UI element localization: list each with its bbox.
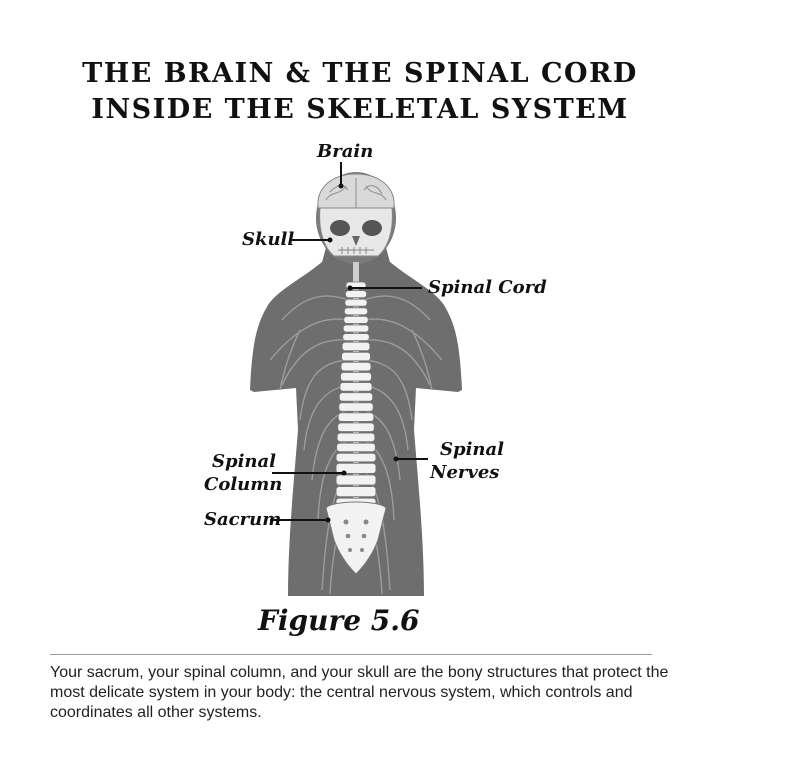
- body-paragraph: Your sacrum, your spinal column, and you…: [50, 664, 669, 721]
- divider: [50, 654, 652, 655]
- vertebra: [344, 298, 368, 307]
- anatomy-illustration: [250, 162, 462, 596]
- spinal-nerves-label-line2: Nerves: [430, 462, 500, 483]
- brain-folds: [325, 178, 387, 208]
- vertebra: [341, 341, 371, 352]
- title-line-1: THE BRAIN & THE SPINAL CORD: [82, 58, 638, 89]
- vertebra: [335, 452, 377, 463]
- vertebra: [338, 392, 373, 402]
- vertebra: [335, 474, 377, 486]
- vertebra: [343, 307, 369, 316]
- vertebra: [336, 442, 376, 453]
- vertebra: [338, 402, 374, 412]
- title-line-2: INSIDE THE SKELETAL SYSTEM: [91, 94, 629, 125]
- vertebra: [339, 382, 373, 392]
- spinal-column: [335, 281, 377, 521]
- skull-nose: [352, 236, 360, 246]
- skull-eye-right: [362, 220, 382, 236]
- vertebra: [340, 372, 372, 382]
- sacrum-shape: [325, 501, 387, 575]
- spinal-nerves-label-line1: Spinal: [440, 439, 505, 460]
- vertebra: [335, 462, 377, 474]
- skull-teeth: [338, 247, 374, 254]
- sacrum-holes: [343, 519, 369, 552]
- vertebra: [337, 422, 375, 432]
- vertebra: [342, 333, 370, 342]
- brain-label: Brain: [317, 141, 374, 162]
- vertebra: [341, 351, 371, 362]
- skull-eye-left: [330, 220, 350, 236]
- figure-caption: Figure 5.6: [258, 604, 420, 637]
- vertebra: [342, 324, 370, 333]
- spinal-column-label-line2: Column: [204, 474, 283, 495]
- vertebra: [343, 315, 369, 324]
- vertebra: [336, 432, 376, 443]
- vertebra: [337, 412, 375, 422]
- spinal-column-label-line1: Spinal: [212, 451, 277, 472]
- sacrum-label: Sacrum: [204, 509, 282, 530]
- spinal-cord-label: Spinal Cord: [428, 277, 547, 298]
- skull-shape: [319, 207, 393, 257]
- skull-label: Skull: [242, 229, 295, 250]
- vertebra: [340, 361, 372, 372]
- vertebra: [335, 486, 377, 498]
- vertebra: [345, 290, 367, 299]
